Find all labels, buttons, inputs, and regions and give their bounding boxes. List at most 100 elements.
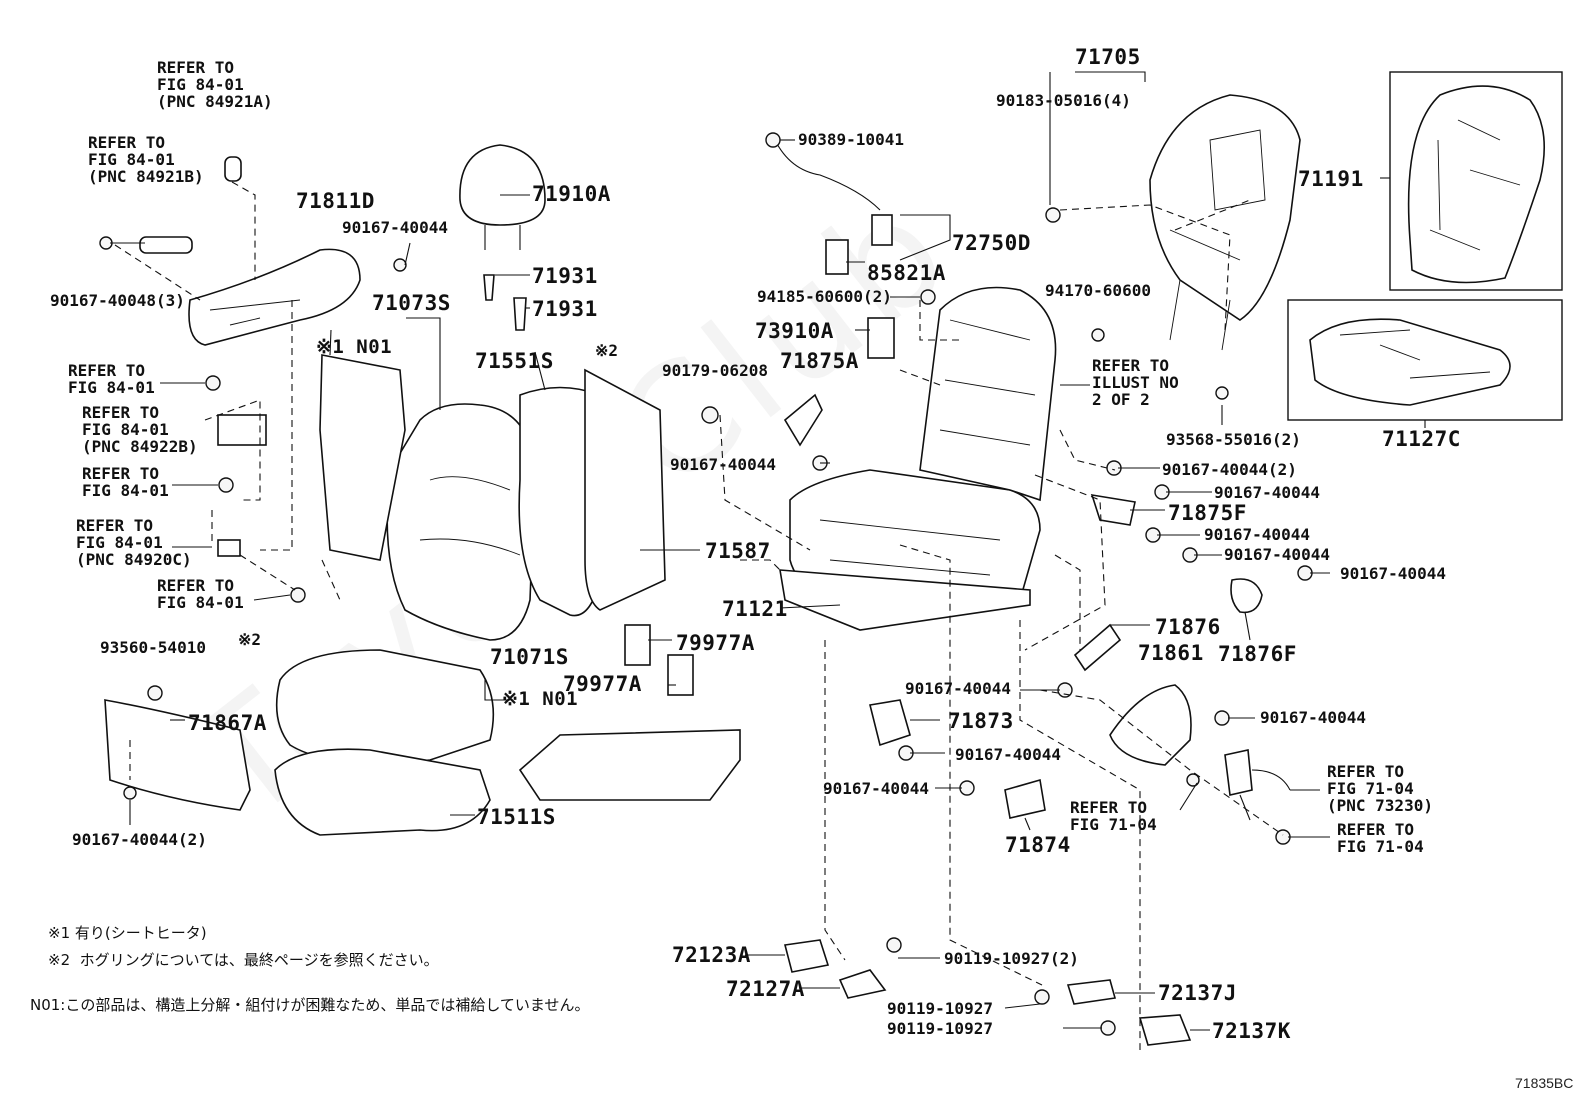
harness-71876 <box>1073 623 1122 672</box>
footnote-n01: N01:この部品は、構造上分解・組付けが困難なため、単品では補給していません。 <box>30 996 590 1014</box>
part-90167-40044-2b: 90167-40044(2) <box>1162 460 1297 479</box>
part-90167-40044-a: 90167-40044 <box>342 218 448 237</box>
part-71873: 71873 <box>948 709 1014 733</box>
part-85821a: 85821A <box>867 261 946 285</box>
part-90167-40044-e: 90167-40044 <box>1224 545 1330 564</box>
cover-84921a <box>224 156 242 182</box>
part-90183-05016: 90183-05016(4) <box>996 91 1131 110</box>
shield-71867a <box>104 699 251 811</box>
part-79977a-a: 79977A <box>676 631 755 655</box>
part-90119-10927-2: 90119-10927(2) <box>944 949 1079 968</box>
inset-box-seatback-pad <box>1389 71 1563 291</box>
cushion-pad-71127c <box>1309 318 1511 406</box>
note-n01-back: ※1 N01 <box>316 336 393 358</box>
part-90167-40044-i: 90167-40044 <box>955 745 1061 764</box>
headrest-guide-71931-a <box>483 274 495 301</box>
part-71073s: 71073S <box>372 291 451 315</box>
part-90389-10041: 90389-10041 <box>798 130 904 149</box>
part-71875f: 71875F <box>1168 501 1247 525</box>
note-2-back: ※2 <box>595 341 619 360</box>
part-71876f: 71876F <box>1218 642 1297 666</box>
part-72137j: 72137J <box>1158 981 1237 1005</box>
switch-84920c <box>217 539 241 557</box>
part-71874: 71874 <box>1005 833 1071 857</box>
part-71931-b: 71931 <box>532 297 598 321</box>
ref-fig-71-04-73230: REFER TO FIG 71-04 (PNC 73230) <box>1327 762 1433 815</box>
part-72750d: 72750D <box>952 231 1031 255</box>
ref-fig-84-01-84922b: REFER TO FIG 84-01 (PNC 84922B) <box>82 403 198 456</box>
sensor-85821a <box>825 239 849 275</box>
seatback-frame-71705 <box>1149 94 1301 321</box>
part-71705: 71705 <box>1075 45 1141 69</box>
seatback-pad-71551s <box>518 386 601 617</box>
back-board-71587 <box>584 368 666 611</box>
wire-harness <box>774 139 881 211</box>
shield-71861 <box>1109 684 1192 766</box>
cover-84921b <box>139 236 193 254</box>
part-90167-40044-j: 90167-40044 <box>823 779 929 798</box>
part-71876: 71876 <box>1155 615 1221 639</box>
bracket-72750d <box>871 214 893 246</box>
cover-72123a <box>784 939 830 973</box>
plate-79977a-a <box>624 624 651 666</box>
cover-72127a <box>838 969 887 999</box>
bracket-71874 <box>1004 778 1046 819</box>
part-71071s: 71071S <box>490 645 569 669</box>
ref-fig-84-01-84920c: REFER TO FIG 84-01 (PNC 84920C) <box>76 516 192 569</box>
part-71121: 71121 <box>722 597 788 621</box>
seatback-frame-center <box>919 286 1057 502</box>
part-71867a: 71867A <box>188 711 267 735</box>
part-72123a: 72123A <box>672 943 751 967</box>
part-90119-10927-a: 90119-10927 <box>887 999 993 1018</box>
footnote-1: ※1 有り(シートヒータ) <box>48 924 207 942</box>
cushion-pad-71511s <box>274 748 491 836</box>
part-73910a: 73910A <box>755 319 834 343</box>
ref-fig-84-01-b: REFER TO FIG 84-01 <box>82 464 169 500</box>
part-71875a: 71875A <box>780 349 859 373</box>
seat-rail-71121 <box>779 569 1031 631</box>
part-71910a: 71910A <box>532 182 611 206</box>
seatback-cover-71073s <box>386 403 536 641</box>
cover-71875f <box>1090 494 1136 526</box>
cover-72137k <box>1138 1014 1192 1046</box>
note-2-cushion: ※2 <box>238 630 262 649</box>
part-79977a-b: 79977A <box>563 672 642 696</box>
part-90179-06208: 90179-06208 <box>662 361 768 380</box>
part-90167-40044-2-cushion: 90167-40044(2) <box>72 830 207 849</box>
cover-72137j <box>1066 979 1117 1005</box>
ref-fig-71-04-b: REFER TO FIG 71-04 <box>1337 820 1424 856</box>
heater-sheet-n01-back <box>319 354 406 561</box>
part-90167-40044-g: 90167-40044 <box>905 679 1011 698</box>
part-94185-60600: 94185-60600(2) <box>757 287 892 306</box>
part-72137k: 72137K <box>1212 1019 1291 1043</box>
cover-71875a <box>783 393 823 447</box>
heater-sheet-n01-cushion <box>518 729 741 801</box>
ref-fig-84-01-c: REFER TO FIG 84-01 <box>157 576 244 612</box>
figure-code: 71835BC <box>1515 1075 1574 1091</box>
dashed-reference-lines <box>114 181 1284 1050</box>
part-90167-40044-d: 90167-40044 <box>1204 525 1310 544</box>
cover-71876f <box>1230 578 1263 614</box>
part-71127c: 71127C <box>1382 427 1461 451</box>
ref-fig-84-01-84921a: REFER TO FIG 84-01 (PNC 84921A) <box>157 58 273 111</box>
part-90167-40044-h: 90167-40044 <box>1260 708 1366 727</box>
ref-fig-71-04-a: REFER TO FIG 71-04 <box>1070 798 1157 834</box>
part-93568-55016: 93568-55016(2) <box>1166 430 1301 449</box>
bracket-71873 <box>869 699 911 747</box>
part-72127a: 72127A <box>726 977 805 1001</box>
part-90167-40044-b: 90167-40044 <box>670 455 776 474</box>
cushion-cover-71071s <box>275 649 495 764</box>
seatbelt-buckle <box>1224 749 1253 796</box>
ecu-73910a <box>867 317 895 359</box>
ref-fig-84-01-84921b: REFER TO FIG 84-01 (PNC 84921B) <box>88 133 204 186</box>
ref-fig-84-01-a: REFER TO FIG 84-01 <box>68 361 155 397</box>
footnote-2: ※2 ホグリングについては、最終ページを参照ください。 <box>48 951 439 969</box>
part-90167-40044-f: 90167-40044 <box>1340 564 1446 583</box>
part-94170-60600: 94170-60600 <box>1045 281 1151 300</box>
part-90167-40048: 90167-40048(3) <box>50 291 185 310</box>
headrest-guide-71931-b <box>513 297 527 331</box>
part-71191: 71191 <box>1298 167 1364 191</box>
part-93560-54010: 93560-54010 <box>100 638 206 657</box>
part-71587: 71587 <box>705 539 771 563</box>
